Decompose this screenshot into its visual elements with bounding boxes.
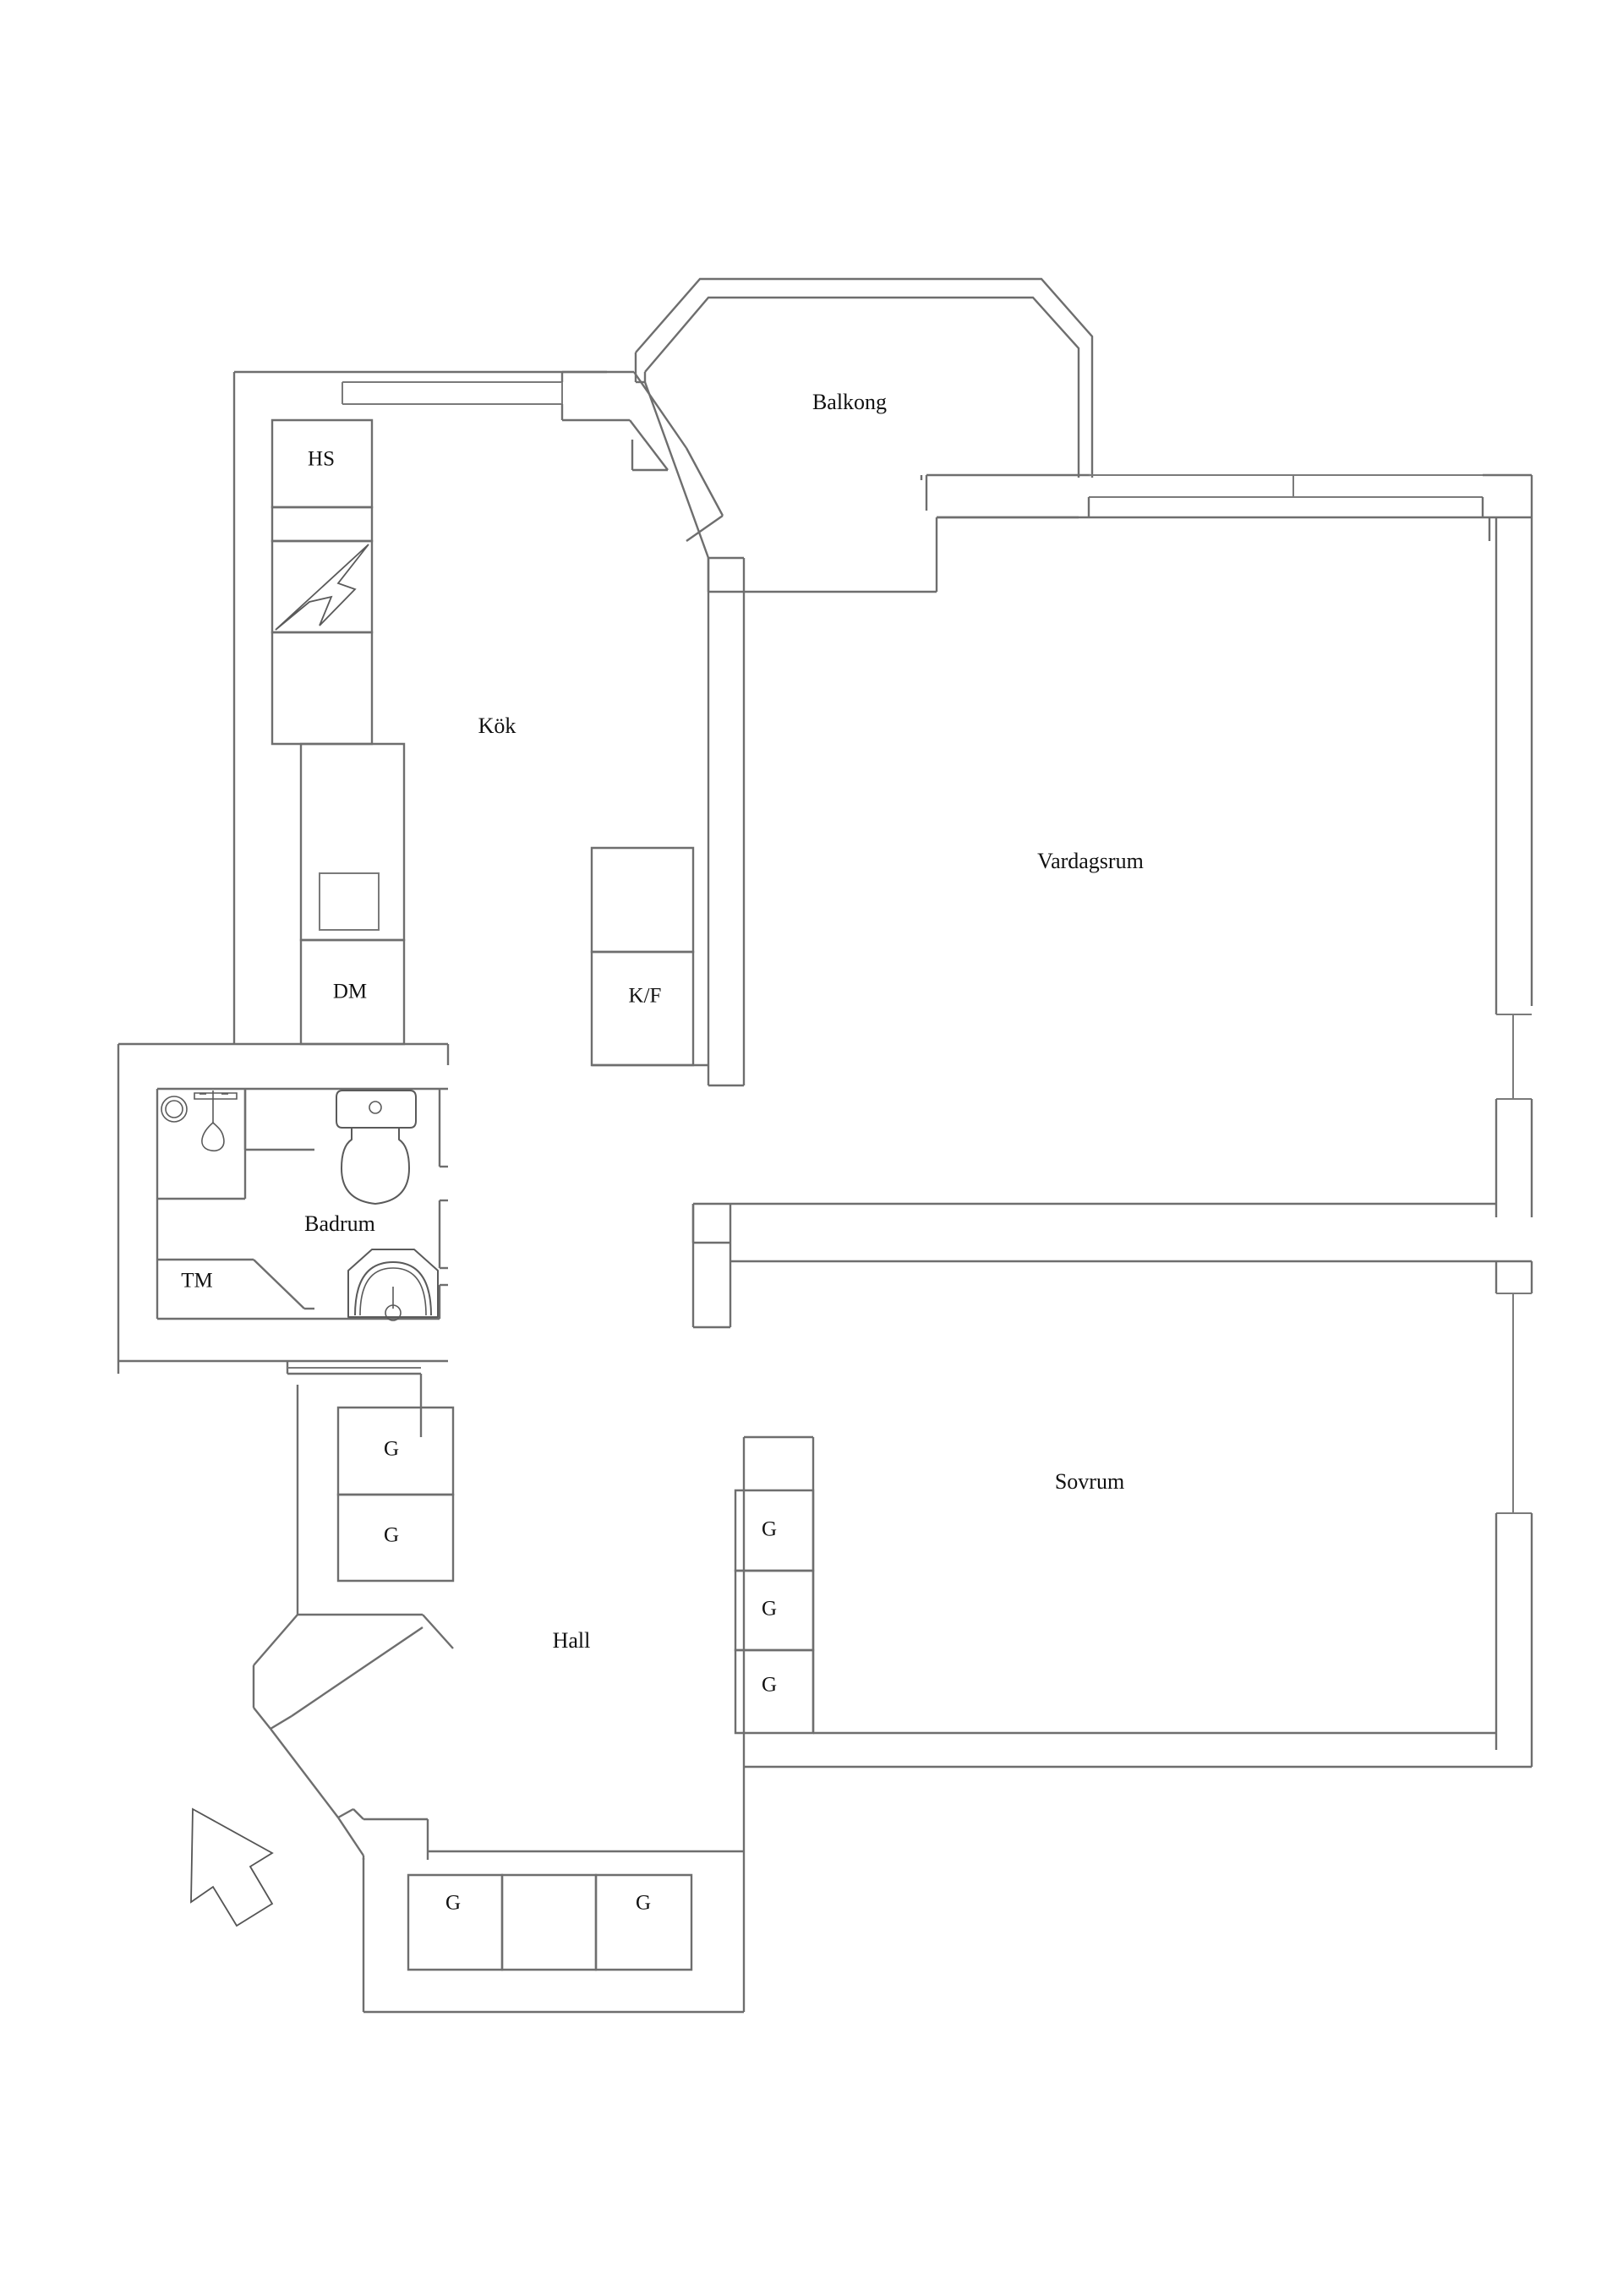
label-wardrobe-sov-2: G [762, 1598, 777, 1621]
room-labels: Balkong Kök Vardagsrum Badrum Sovrum Hal… [304, 390, 1144, 1653]
room-label-vardagsrum: Vardagsrum [1037, 849, 1144, 873]
wall-group-hall [117, 1361, 746, 2014]
wall-group-bedroom [730, 1260, 1533, 1768]
bathroom-toilet-fixture [336, 1090, 417, 1205]
fixture-labels: HS DM K/F TM G G G G G G G [181, 448, 777, 1915]
wall-group-livingroom [691, 473, 1533, 1327]
wall-group-kitchen-to-balcony [562, 370, 687, 472]
label-wardrobe-hall-2: G [384, 1524, 399, 1547]
wall-group-kitchen-livingroom-divider [691, 558, 746, 1329]
entrance-arrow [190, 1807, 274, 1927]
label-wardrobe-sov-3: G [762, 1674, 777, 1697]
label-dishwasher: DM [333, 981, 367, 1003]
wall-group-bathroom [117, 1042, 450, 1363]
room-label-kok: Kök [478, 713, 516, 738]
hall-wardrobe-stack [336, 1406, 455, 1583]
bathroom-shower-fixture [347, 1249, 439, 1321]
label-wardrobe-sov-1: G [762, 1518, 777, 1541]
wall-group-kitchen-outer [232, 370, 607, 1044]
label-washer: TM [181, 1270, 213, 1293]
room-label-badrum: Badrum [304, 1211, 375, 1236]
kitchen-cabinet-run [270, 418, 406, 1046]
label-hs: HS [308, 448, 335, 471]
balcony-outline [634, 277, 1094, 593]
fridge-freezer-unit [590, 846, 708, 1067]
kitchen-window [342, 372, 564, 420]
room-label-hall: Hall [553, 1628, 591, 1653]
label-wardrobe-entry-1: G [445, 1892, 461, 1915]
bedroom-wardrobe-stack [734, 1489, 815, 1735]
room-label-sovrum: Sovrum [1055, 1469, 1124, 1494]
label-wardrobe-entry-2: G [636, 1892, 651, 1915]
bathroom-sink-fixture [161, 1091, 238, 1151]
label-fridge-freezer: K/F [629, 985, 662, 1008]
label-wardrobe-hall-1: G [384, 1438, 399, 1461]
room-label-balkong: Balkong [812, 390, 887, 414]
entry-wardrobe-row [407, 1873, 693, 1971]
